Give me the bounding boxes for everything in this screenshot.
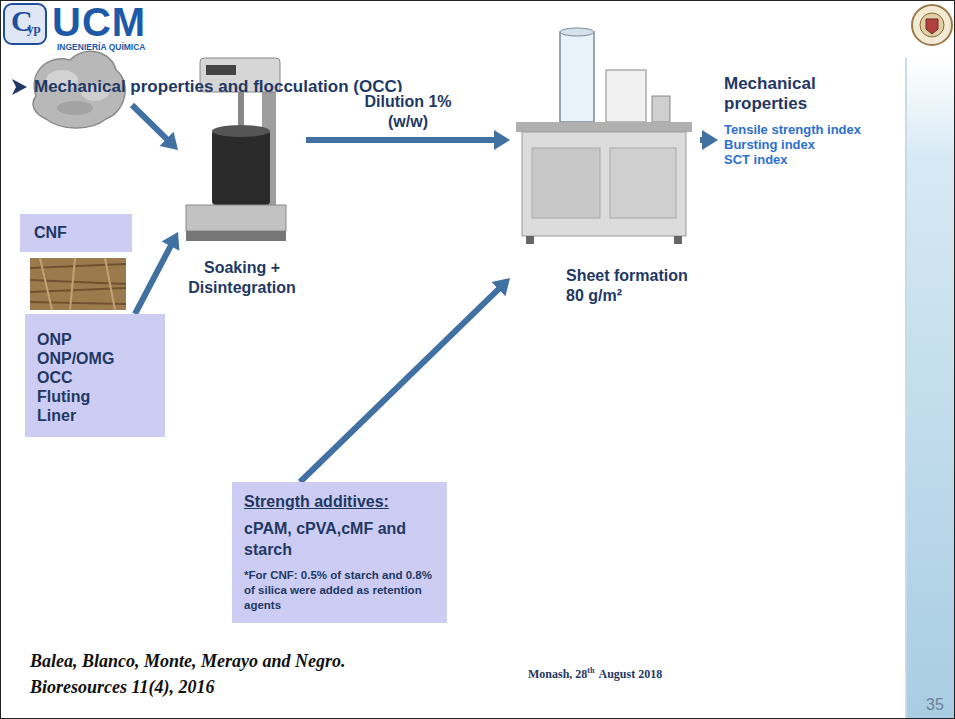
arrow-connector [306, 130, 510, 150]
node-text: Soaking + Disintegration [180, 258, 304, 300]
arrowhead [492, 278, 510, 296]
footer-date-part: August 2018 [598, 667, 662, 681]
material-box: CNF [20, 42, 132, 252]
sheet-former-picture [516, 28, 692, 244]
node-text: Tensile strength index [724, 122, 900, 137]
connector-line [300, 286, 501, 482]
node-text: Liner [37, 406, 153, 425]
side-panel [905, 58, 955, 719]
node-text: CNF [20, 214, 132, 252]
connector-label: Dilution 1% (w/w) [360, 92, 456, 132]
title-bullet [12, 79, 27, 95]
slide-title: Mechanical properties and flocculation (… [34, 77, 402, 97]
node-text: *For CNF: 0.5% of starch and 0.8% of sil… [244, 568, 435, 613]
logo-wordmark: UCM [52, 0, 146, 44]
connector-line [135, 243, 172, 314]
footer-date-part: Monash, 28 [528, 667, 587, 681]
arrow-connector [300, 278, 510, 482]
recycled-paper-picture [30, 258, 126, 310]
arrowhead [494, 130, 510, 150]
process-step: Soaking + Disintegration [178, 48, 306, 300]
process-step: Sheet formation80 g/m² [510, 20, 700, 310]
node-text: Mechanical properties [724, 74, 900, 114]
node-text: Fluting [37, 387, 153, 406]
node-text: 80 g/m² [566, 286, 700, 306]
arrow-connector [132, 105, 178, 150]
node-text: Sheet formation [566, 266, 700, 286]
citation: Balea, Blanco, Monte, Merayo and Negro. [30, 650, 346, 672]
node-text: ONP/OMG [37, 349, 153, 368]
arrow-connector [700, 130, 718, 150]
logo-letters: yp [27, 21, 41, 36]
connector-line [306, 137, 498, 143]
arrow-connector [135, 232, 179, 314]
logo-badge [4, 4, 46, 44]
page-number: 35 [926, 696, 944, 714]
node-text: Bursting index [724, 137, 900, 152]
connector-line [132, 105, 169, 142]
footer-date: Monash, 28th August 2018 [528, 666, 662, 682]
material-box: ONPONP/OMGOCCFlutingLiner [25, 314, 165, 437]
node-text: ONP [37, 330, 153, 349]
arrowhead [160, 132, 178, 150]
node-text: Strength additives: [244, 492, 435, 512]
node-text: cPAM, cPVA,cMF and starch [244, 518, 435, 560]
footer-date-part: th [587, 666, 594, 675]
additives-box: Strength additives: cPAM, cPVA,cMF and st… [232, 482, 447, 623]
node-text: SCT index [724, 152, 900, 167]
crest [912, 5, 952, 45]
arrowhead [162, 232, 180, 251]
node-text: OCC [37, 368, 153, 387]
logo-subtitle: INGENIERÍA QUÍMICA [57, 42, 145, 52]
arrowhead [702, 130, 718, 150]
citation: Bioresources 11(4), 2016 [30, 676, 215, 698]
output-block: Mechanical propertiesTensile strength in… [718, 74, 900, 167]
